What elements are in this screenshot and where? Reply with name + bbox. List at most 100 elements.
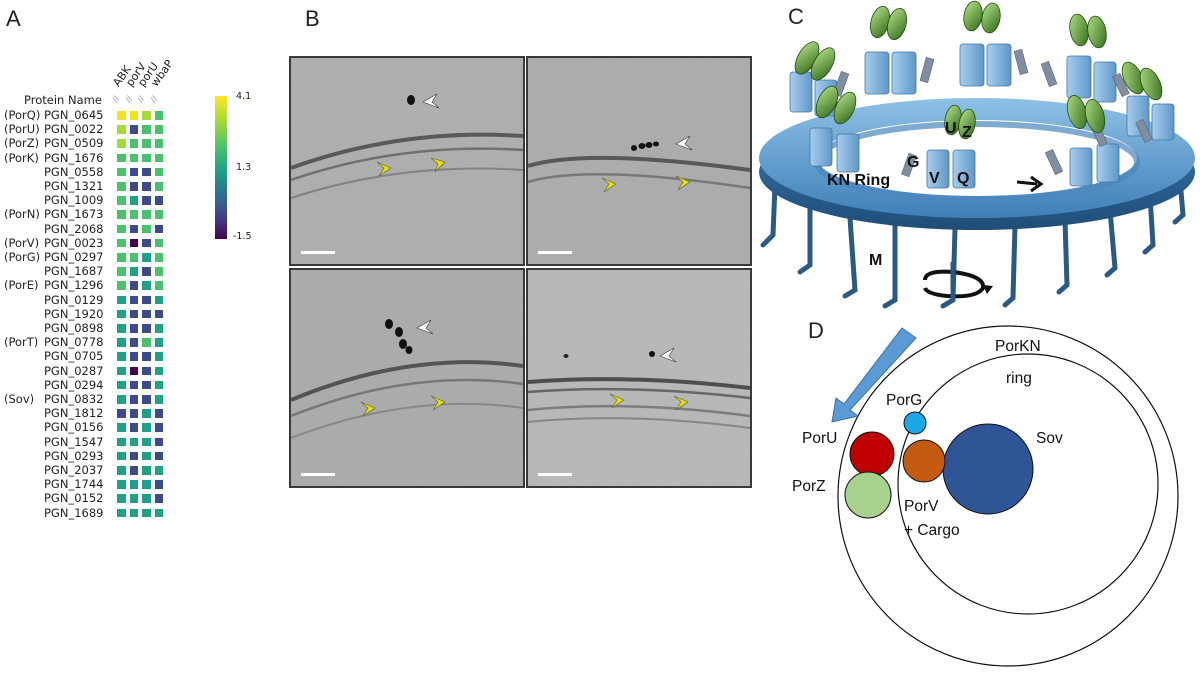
heatmap-cell bbox=[117, 309, 126, 319]
heatmap-cell bbox=[117, 267, 126, 276]
panel-label-a: A bbox=[6, 6, 21, 31]
protein-id: PGN_0645 bbox=[44, 108, 104, 122]
heatmap-cell bbox=[129, 395, 138, 404]
protein-name: PGN_0898 bbox=[4, 321, 103, 335]
heatmap-cell bbox=[154, 167, 163, 177]
heatmap-cell bbox=[142, 281, 151, 290]
protein-id: PGN_0293 bbox=[44, 448, 104, 463]
heatmap-cell bbox=[142, 324, 151, 333]
protein-name: PGN_0152 bbox=[4, 491, 103, 505]
heatmap-cell bbox=[154, 238, 163, 248]
heatmap-cell bbox=[142, 508, 151, 518]
heatmap-cell bbox=[117, 480, 126, 489]
heatmap-cell bbox=[117, 395, 126, 404]
subunit-label-z: Z bbox=[962, 124, 972, 141]
heatmap-cell bbox=[129, 281, 138, 290]
porv-label: PorV bbox=[904, 498, 939, 515]
heatmap-cell bbox=[129, 451, 138, 461]
colorbar-max: 4.1 bbox=[236, 91, 252, 102]
protein-name: PGN_1009 bbox=[4, 193, 103, 207]
heatmap-cell bbox=[154, 153, 163, 163]
protein-name: PGN_0558 bbox=[4, 165, 103, 179]
heatmap-cell bbox=[154, 352, 163, 361]
protein-tag: (PorT) bbox=[4, 335, 39, 350]
column-dash: // bbox=[135, 94, 147, 104]
subunit-label-u: U bbox=[945, 120, 957, 137]
heatmap-cell bbox=[142, 196, 151, 205]
heatmap-cell bbox=[117, 380, 126, 390]
heatmap-cell bbox=[117, 167, 126, 177]
heatmap-cell bbox=[142, 380, 151, 390]
micrograph-top-right bbox=[526, 56, 752, 266]
protein-id: PGN_0558 bbox=[44, 164, 104, 179]
heatmap-cell bbox=[154, 196, 163, 205]
heatmap-cell bbox=[129, 295, 138, 305]
heatmap-cell bbox=[142, 366, 151, 376]
heatmap-cell bbox=[142, 224, 151, 234]
protein-name: PGN_1687 bbox=[4, 264, 103, 278]
heatmap-cell bbox=[117, 295, 126, 305]
heatmap-cell bbox=[142, 125, 151, 134]
protein-tag: (PorE) bbox=[4, 278, 39, 293]
heatmap-cell bbox=[129, 324, 138, 333]
protein-tag: (PorV) bbox=[4, 235, 40, 250]
heatmap-cell bbox=[154, 295, 163, 305]
heatmap-cell bbox=[129, 196, 138, 205]
heatmap-cell bbox=[117, 437, 126, 447]
heatmap-cell bbox=[154, 494, 163, 503]
protein-tag: (PorG) bbox=[4, 250, 41, 264]
protein-id: PGN_0898 bbox=[44, 321, 104, 335]
heatmap-cell bbox=[129, 267, 138, 276]
protein-name: (Sov)PGN_0832 bbox=[4, 392, 103, 406]
protein-name: PGN_0294 bbox=[4, 378, 103, 392]
protein-id: PGN_0156 bbox=[44, 420, 104, 435]
heatmap-panel: Protein Name ABK//porV//porU//wbaP// (Po… bbox=[0, 0, 300, 540]
protein-id: PGN_1547 bbox=[44, 434, 104, 449]
heatmap-cell bbox=[129, 437, 138, 447]
protein-name: (PorU)PGN_0022 bbox=[4, 122, 103, 136]
heatmap-cell bbox=[142, 409, 151, 418]
heatmap-cell bbox=[142, 182, 151, 191]
ring-label-line1: PorKN bbox=[995, 338, 1041, 355]
heatmap-cell bbox=[129, 480, 138, 489]
heatmap-cell bbox=[142, 139, 151, 148]
heatmap-cell bbox=[142, 338, 151, 347]
heatmap-cell bbox=[154, 111, 163, 120]
protein-name: (PorV)PGN_0023 bbox=[4, 236, 103, 250]
heatmap-cell bbox=[142, 267, 151, 276]
protein-name: PGN_0293 bbox=[4, 449, 103, 463]
heatmap-cell bbox=[154, 253, 163, 262]
heatmap-cell bbox=[129, 409, 138, 418]
heatmap-cell bbox=[117, 139, 126, 148]
heatmap-cell bbox=[142, 395, 151, 404]
protein-id: PGN_0297 bbox=[44, 250, 104, 264]
protein-name: PGN_1744 bbox=[4, 477, 103, 491]
ring-composition-diagram: PorKN ring PorG PorU PorZ PorV + Cargo S… bbox=[792, 318, 1200, 682]
row-header: Protein Name bbox=[24, 93, 102, 107]
heatmap-cell bbox=[129, 139, 138, 148]
heatmap-cell bbox=[142, 309, 151, 319]
heatmap-cell bbox=[142, 423, 151, 432]
heatmap-cell bbox=[142, 210, 151, 219]
subunit-label-q: Q bbox=[957, 170, 970, 187]
heatmap-cell bbox=[117, 224, 126, 234]
protein-id: PGN_0778 bbox=[44, 335, 104, 350]
protein-tag: (Sov) bbox=[4, 392, 35, 406]
heatmap-cell bbox=[117, 366, 126, 376]
panel-label-d: D bbox=[808, 318, 824, 343]
heatmap-cell bbox=[129, 125, 138, 134]
protein-id: PGN_0509 bbox=[44, 136, 104, 151]
colorbar-min: -1.5 bbox=[233, 231, 252, 242]
heatmap-cell bbox=[117, 153, 126, 163]
heatmap-cell bbox=[142, 238, 151, 248]
protein-id: PGN_1321 bbox=[44, 179, 104, 193]
column-dash: // bbox=[123, 94, 134, 104]
heatmap-cell bbox=[117, 125, 126, 134]
protein-tag: (PorQ) bbox=[4, 108, 41, 122]
protein-name: (PorQ)PGN_0645 bbox=[4, 108, 103, 122]
heatmap-cell bbox=[117, 494, 126, 503]
protein-id: PGN_1296 bbox=[44, 278, 104, 293]
heatmap-cell bbox=[142, 494, 151, 503]
heatmap-cell bbox=[129, 224, 138, 234]
heatmap-cell bbox=[154, 366, 163, 376]
